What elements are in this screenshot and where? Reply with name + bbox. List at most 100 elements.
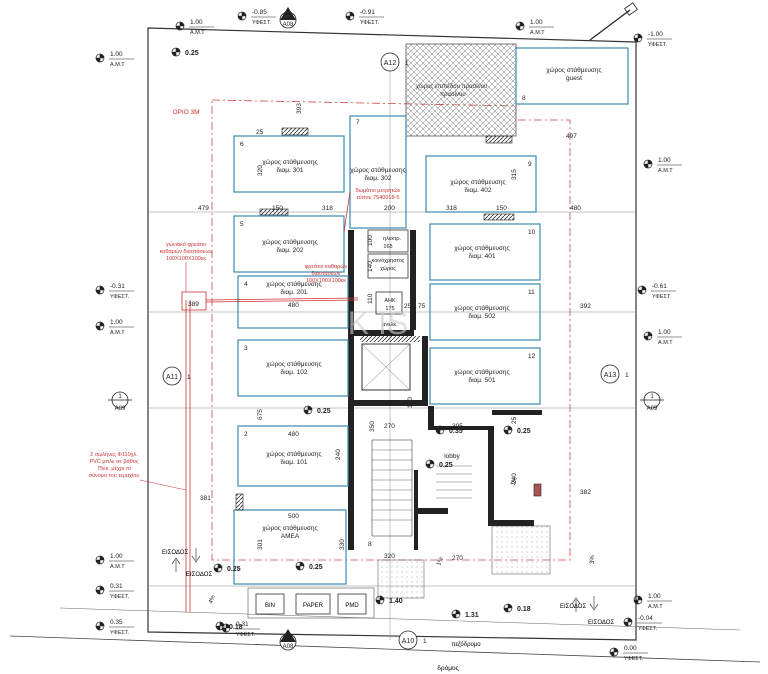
floor-level-value: 0.25: [517, 428, 531, 435]
svg-text:5: 5: [240, 221, 244, 228]
pipe-leader: [139, 479, 187, 491]
pmd-label: PMD: [345, 603, 359, 609]
dotted-area-2: [377, 559, 425, 599]
section-number: 1: [405, 60, 409, 67]
floor-level-marker: 0.25: [171, 47, 199, 57]
svg-text:500: 500: [288, 513, 299, 520]
floor-level-value: 0.25: [317, 408, 331, 415]
street-label: δρόμος: [437, 664, 458, 672]
floor-level-value: 0.25: [185, 50, 199, 57]
floor-level-marker: 0.25: [503, 425, 531, 435]
level-label: ΥΦΕΣΤ.: [110, 594, 130, 600]
dotted-area-1: [491, 525, 551, 575]
level-value: 0.00: [624, 645, 637, 652]
section-marker: A09 1: [640, 391, 664, 412]
sidewalk-label: πεζόδρομο: [451, 641, 481, 648]
svg-text:διαμ. 202: διαμ. 202: [276, 247, 303, 254]
svg-text:392: 392: [580, 303, 591, 310]
svg-text:χώρος στάθμευσης: χώρος στάθμευσης: [262, 524, 317, 532]
svg-text:σύνορο του τεμαχίου: σύνορο του τεμαχίου: [89, 472, 140, 479]
floor-level-value: 0.35: [449, 428, 463, 435]
svg-text:3%: 3%: [590, 555, 596, 564]
parking-space-amea: [233, 509, 347, 585]
parking-space-11: [429, 283, 541, 341]
floor-level-marker: 0.18: [215, 621, 243, 631]
level-label: ΥΦΕΣΤ.: [252, 20, 272, 26]
svg-text:καθαρών διαστάσεων: καθαρών διαστάσεων: [160, 248, 213, 255]
svg-text:διαμ. 102: διαμ. 102: [280, 369, 307, 376]
svg-text:25: 25: [256, 129, 264, 136]
svg-text:393: 393: [296, 103, 303, 114]
level-label: ΥΦΕΣΤ.: [110, 294, 130, 300]
svg-text:φρεάτιο καθαρών: φρεάτιο καθαρών: [305, 263, 348, 270]
stair-core: [360, 336, 420, 342]
svg-text:διαμ. 101: διαμ. 101: [280, 459, 307, 466]
level-value: 0.35: [110, 619, 123, 626]
svg-text:χώρος στάθμευσης: χώρος στάθμευσης: [546, 66, 601, 74]
greenery-label: χώρος επιπέδου πρασίνου: [416, 83, 487, 90]
section-number: 1: [625, 372, 629, 379]
ahk-room: [375, 291, 403, 315]
svg-text:100: 100: [367, 235, 374, 246]
svg-text:25: 25: [511, 416, 518, 424]
red-notes: ΟΡΙΟ 3Μ δωμάτιο μετρητών τύπου 7540018-5…: [89, 109, 401, 479]
svg-text:305: 305: [452, 423, 463, 430]
level-label: Α.Μ.Τ: [110, 62, 125, 68]
level-marker: 1.00Α.Μ.Τ: [95, 319, 134, 336]
svg-text:4: 4: [244, 281, 248, 288]
svg-text:480: 480: [288, 431, 299, 438]
svg-text:100Χ100Χ100εκ: 100Χ100Χ100εκ: [306, 278, 346, 284]
svg-text:ΑΜΕΑ: ΑΜΕΑ: [281, 533, 300, 540]
svg-text:270: 270: [452, 555, 463, 562]
level-label: ΥΦΕΣΤ.: [652, 294, 672, 300]
svg-text:χώρος στάθμευσης: χώρος στάθμευσης: [262, 238, 317, 246]
svg-text:διαμ. 401: διαμ. 401: [468, 253, 495, 260]
level-label: ΥΦΕΣΤ.: [360, 20, 380, 26]
level-value: 1.00: [110, 319, 123, 326]
level-label: Α.Μ.Τ: [110, 330, 125, 336]
svg-text:διαμ. 501: διαμ. 501: [468, 377, 495, 384]
parking-space-8: [515, 47, 629, 105]
svg-text:τύπου 7540018-5: τύπου 7540018-5: [357, 194, 400, 201]
svg-text:11: 11: [528, 289, 535, 296]
svg-text:χώρος στάθμευσης: χώρος στάθμευσης: [454, 304, 509, 312]
level-label: ΥΦΕΣΤ.: [638, 626, 658, 632]
svg-text:διαμ. 301: διαμ. 301: [276, 167, 303, 174]
level-value: -0.04: [638, 615, 653, 622]
level-markers: -0.85ΥΦΕΣΤ.1.00Α.Μ.Τ-0.91ΥΦΕΣΤ.1.00Α.Μ.Τ…: [95, 9, 682, 662]
level-label: Α.Μ.Τ: [530, 30, 545, 36]
parking-space-12: [429, 347, 541, 405]
svg-text:100Χ100Χ100εκ: 100Χ100Χ100εκ: [166, 256, 206, 262]
section-marker: A08: [279, 629, 297, 651]
floor-level-value: 0.18: [517, 606, 531, 613]
svg-text:χώρος στάθμευσης: χώρος στάθμευσης: [454, 368, 509, 376]
section-number: 1: [650, 394, 654, 400]
common-room: [367, 253, 409, 279]
level-value: 0.31: [110, 583, 123, 590]
svg-text:330: 330: [339, 539, 346, 550]
svg-text:480: 480: [570, 205, 581, 212]
svg-text:7: 7: [356, 119, 360, 126]
section-label: A09: [647, 406, 658, 412]
lift-shaft: [361, 343, 411, 391]
svg-text:χώρος στάθμευσης: χώρος στάθμευσης: [454, 244, 509, 252]
level-value: 1.00: [110, 51, 123, 58]
section-label: A13: [604, 372, 617, 379]
svg-text:1%: 1%: [510, 476, 519, 487]
svg-text:175: 175: [385, 306, 394, 312]
floor-level-value: 1.31: [465, 612, 479, 619]
level-label: Α.Μ.Τ: [190, 30, 205, 36]
svg-text:480: 480: [288, 302, 299, 309]
floor-level-value: 0.18: [229, 624, 243, 631]
svg-text:χώρος στάθμευσης: χώρος στάθμευσης: [266, 280, 321, 288]
svg-text:διαστάσεων: διαστάσεων: [311, 270, 340, 277]
